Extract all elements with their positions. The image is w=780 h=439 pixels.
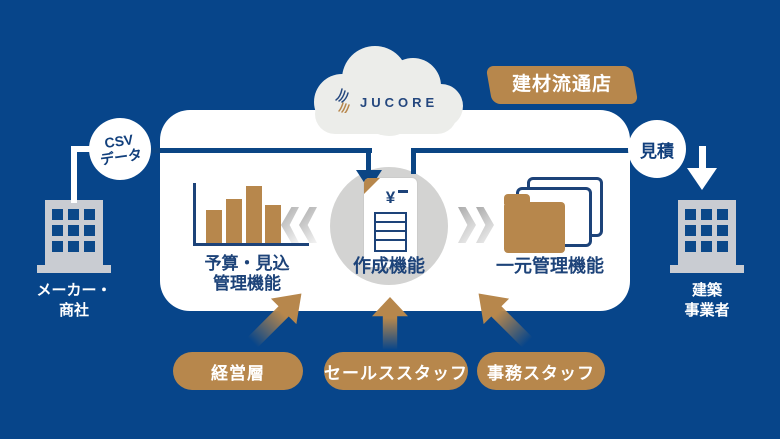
estimate-connector-shaft (699, 146, 706, 172)
estimate-label: 見積 (640, 141, 674, 161)
invoice-icon: ¥ (364, 178, 417, 267)
building-icon-builder (678, 200, 736, 266)
maker-label: メーカー・ 商社 (36, 282, 112, 320)
role-badge-office: 事務スタッフ (477, 352, 605, 390)
csv-to-creation-drop (366, 148, 371, 174)
jucore-logo-text: JUCORE (360, 95, 439, 110)
csv-connector-horizontal (71, 146, 97, 152)
creation-feature-label: 作成機能 (353, 256, 425, 276)
partner-badge: 建材流通店 (485, 66, 639, 104)
creation-to-estimate-drop (411, 148, 416, 174)
creation-to-estimate-line (413, 148, 630, 153)
role-badge-management: 経営層 (173, 352, 303, 390)
building-icon-maker (45, 200, 103, 266)
partner-badge-label: 建材流通店 (511, 74, 612, 95)
management-feature-label: 一元管理機能 (496, 256, 604, 276)
folder-icon (504, 194, 565, 253)
jucore-logo-icon (332, 87, 354, 118)
building-base-builder (670, 265, 744, 273)
minus-mark (398, 190, 408, 193)
csv-data-circle: CSV データ (89, 118, 151, 180)
invoice-table (374, 212, 407, 252)
csv-to-creation-line (150, 148, 372, 153)
estimate-circle: 見積 (628, 120, 686, 178)
cloud-icon (297, 42, 475, 143)
yen-symbol: ¥ (385, 188, 396, 207)
jucore-logo: JUCORE (332, 87, 438, 118)
bar-chart-icon (193, 183, 313, 248)
building-base-maker (37, 265, 111, 273)
builder-label: 建築 事業者 (684, 282, 730, 320)
csv-connector-vertical (71, 146, 77, 203)
role-badge-sales: セールススタッフ (324, 352, 468, 390)
budget-feature-label: 予算・見込 管理機能 (204, 254, 290, 294)
white-down-arrow-icon (687, 168, 717, 190)
